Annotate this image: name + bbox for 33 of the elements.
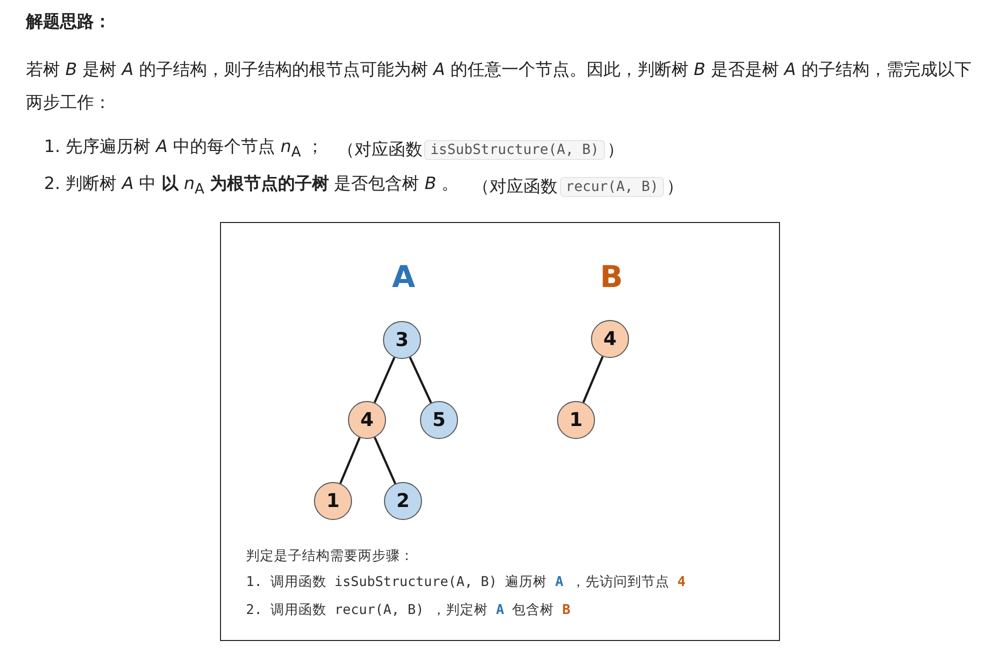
text: 2. 判断树 A 中 以 n$_{A}$ 为根节点的子树 是否包含树 B 。 [44, 173, 459, 200]
note-text: 判定是子结构需要两步骤： [246, 547, 414, 565]
tree-node: 3 [383, 321, 421, 359]
tree-node: 1 [314, 482, 352, 520]
tree-edge [374, 436, 396, 484]
code-snippet: recur(A, B) [560, 177, 664, 198]
note-text: A [496, 602, 504, 618]
tree-title: B [600, 260, 623, 295]
text: ） [666, 176, 684, 199]
note-text: A [555, 574, 564, 590]
note-text: 2. 调用函数 recur(A, B) ，判定树 [246, 601, 488, 619]
tree-edge [408, 356, 432, 404]
tree-edge [582, 356, 604, 403]
tree-node: 1 [557, 401, 595, 439]
tree-node: 2 [384, 482, 422, 520]
text: ） [606, 138, 624, 162]
heading: 解题思路： [26, 11, 111, 33]
tree-node: 4 [591, 320, 629, 358]
tree-title: A [392, 260, 416, 295]
note-text: ，先访问到节点 [571, 573, 670, 591]
tree-node: 5 [420, 401, 458, 439]
code-snippet: isSubStructure(A, B) [424, 140, 605, 160]
note-text: 4 [677, 574, 686, 590]
text: 1. 先序遍历树 A 中的每个节点 n$_{A}$ ； [44, 136, 324, 162]
tree-edge [339, 437, 361, 484]
note-text: 包含树 [512, 601, 554, 619]
note-text: 1. 调用函数 isSubStructure(A, B) 遍历树 [246, 573, 548, 591]
text: （对应函数 [472, 176, 558, 199]
note-text: B [562, 602, 570, 618]
tree-edge [374, 356, 396, 404]
tree-node: 4 [348, 401, 386, 439]
text: （对应函数 [337, 138, 422, 162]
text: 若树 B 是树 A 的子结构，则子结构的根节点可能为树 A 的任意一个节点。因此，判断树 B 是否是树 A 的子结构，需完成以下两步工作： [26, 60, 972, 113]
